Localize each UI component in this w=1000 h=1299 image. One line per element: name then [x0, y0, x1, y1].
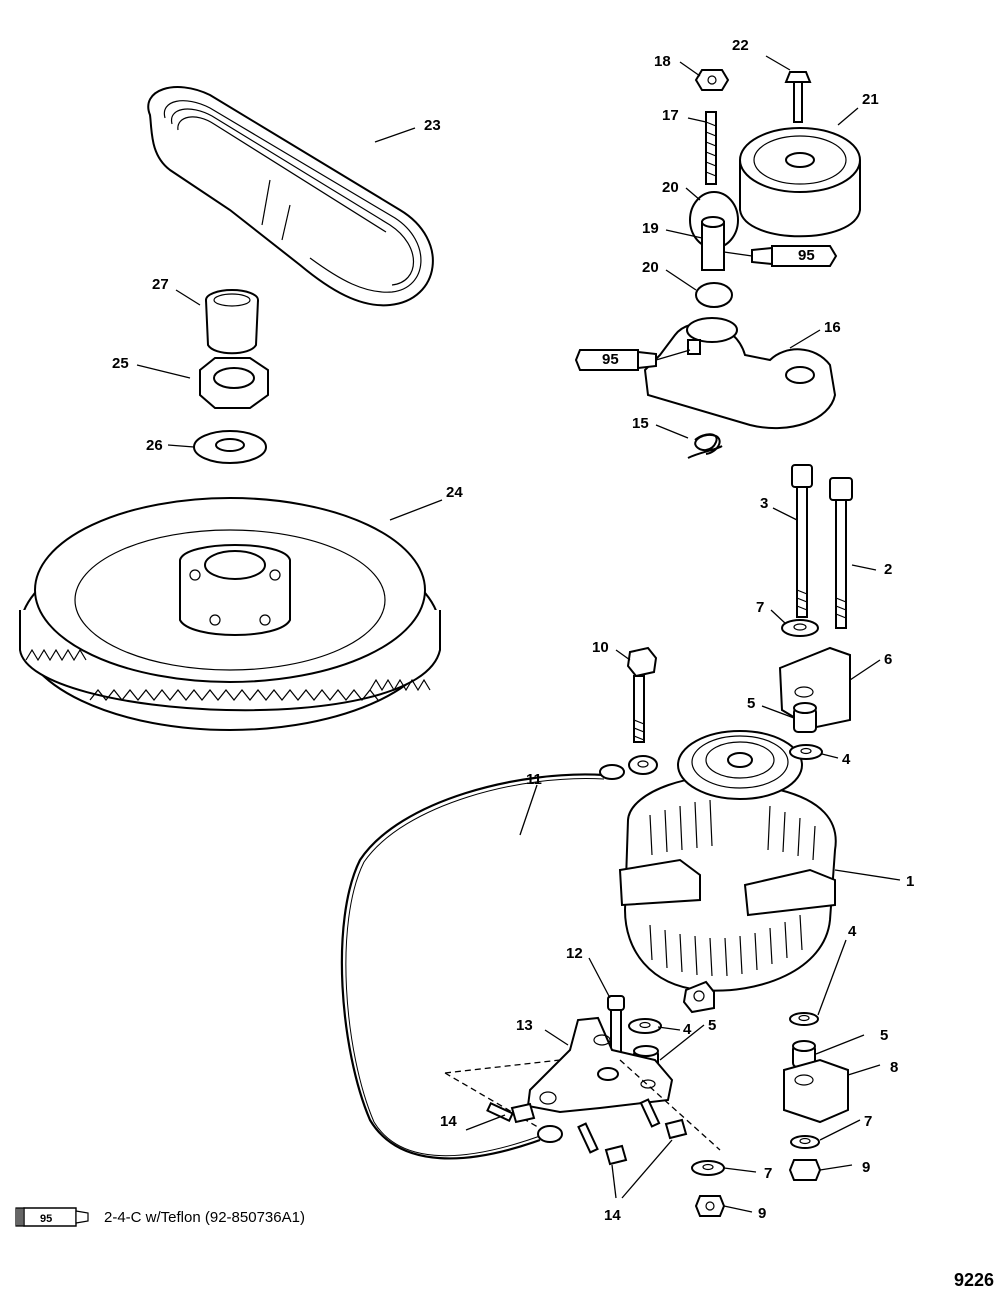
callout-15: 15 [632, 415, 649, 432]
alternator [618, 730, 837, 1014]
mounting-bracket-13 [526, 1016, 674, 1114]
terminal-washer [628, 755, 658, 775]
leader-lines [136, 55, 901, 1213]
legend-text: 2-4-C w/Teflon (92-850736A1) [104, 1208, 305, 1226]
tensioner-arm [643, 317, 837, 430]
pulley-bolt [784, 71, 812, 123]
callout-10: 10 [592, 639, 609, 656]
callout-18: 18 [654, 53, 671, 70]
callout-14: 14 [604, 1207, 621, 1224]
callout-23: 23 [424, 117, 441, 134]
callout-4: 4 [842, 751, 851, 768]
callout-5: 5 [880, 1027, 888, 1044]
callout-7: 7 [864, 1113, 872, 1130]
callout-9: 9 [758, 1205, 766, 1222]
bolt-14-c [639, 1098, 688, 1140]
callout-numbers: 23 27 25 26 24 22 18 17 21 20 19 20 16 1… [112, 37, 914, 1224]
callout-7: 7 [764, 1165, 772, 1182]
callout-1: 1 [906, 873, 914, 890]
tube-label: 95 [602, 351, 619, 368]
bushing-5-upper [793, 702, 817, 733]
ground-cable [340, 764, 625, 1160]
tube-label: 95 [798, 247, 815, 264]
sealant-legend: 95 2-4-C w/Teflon (92-850736A1) [14, 1206, 305, 1228]
bushing-5-right [792, 1040, 816, 1068]
nut-9-lower [694, 1195, 726, 1217]
callout-8: 8 [890, 1059, 898, 1076]
washer-7-upper [781, 619, 819, 637]
callout-13: 13 [516, 1017, 533, 1034]
stud-nut [694, 69, 730, 91]
callout-4: 4 [848, 923, 857, 940]
callout-14: 14 [440, 1113, 457, 1130]
bolt-14-b [577, 1122, 628, 1166]
callout-6: 6 [884, 651, 892, 668]
callout-2: 2 [884, 561, 892, 578]
callout-26: 26 [146, 437, 163, 454]
washer-7-lower [691, 1160, 725, 1176]
callout-25: 25 [112, 355, 129, 372]
callout-24: 24 [446, 484, 463, 501]
drive-belt [147, 86, 434, 307]
callout-19: 19 [642, 220, 659, 237]
callout-5: 5 [708, 1017, 716, 1034]
callout-4: 4 [683, 1021, 692, 1038]
figure-number: 9226 [953, 1270, 994, 1290]
torsion-spring [687, 433, 723, 459]
callout-5: 5 [747, 695, 755, 712]
callout-17: 17 [662, 107, 679, 124]
nut-9-right [788, 1159, 822, 1181]
callout-20: 20 [662, 179, 679, 196]
bushing [205, 289, 259, 355]
stud [705, 111, 717, 185]
flywheel [19, 497, 441, 731]
bolt-14-a [486, 1101, 536, 1124]
callout-27: 27 [152, 276, 169, 293]
long-bolt-3 [791, 464, 813, 618]
callout-20: 20 [642, 259, 659, 276]
grease-tube-icon: 95 [15, 1207, 89, 1227]
washer-7-right [790, 1135, 820, 1149]
long-bolt-2 [829, 477, 853, 629]
callout-21: 21 [862, 91, 879, 108]
washer-4-upper [789, 744, 823, 760]
callout-12: 12 [566, 945, 583, 962]
flywheel-nut [199, 357, 269, 409]
callout-16: 16 [824, 319, 841, 336]
washer-4-left [628, 1018, 662, 1034]
callout-3: 3 [760, 495, 768, 512]
washer-4-mid [789, 1012, 819, 1026]
grease-tube-upper: 95 [751, 245, 838, 267]
legend-tube-code: 95 [40, 1213, 52, 1225]
idler-pulley [739, 127, 861, 238]
spacer-19 [701, 216, 725, 271]
spacer-ring-lower [695, 282, 733, 308]
washer-26 [193, 430, 267, 464]
mounting-bracket-8 [783, 1058, 849, 1124]
bolt-10 [626, 646, 658, 743]
grease-tube-left: 95 [574, 349, 657, 371]
callout-22: 22 [732, 37, 749, 54]
callout-7: 7 [756, 599, 764, 616]
callout-11: 11 [526, 771, 542, 788]
callout-9: 9 [862, 1159, 870, 1176]
